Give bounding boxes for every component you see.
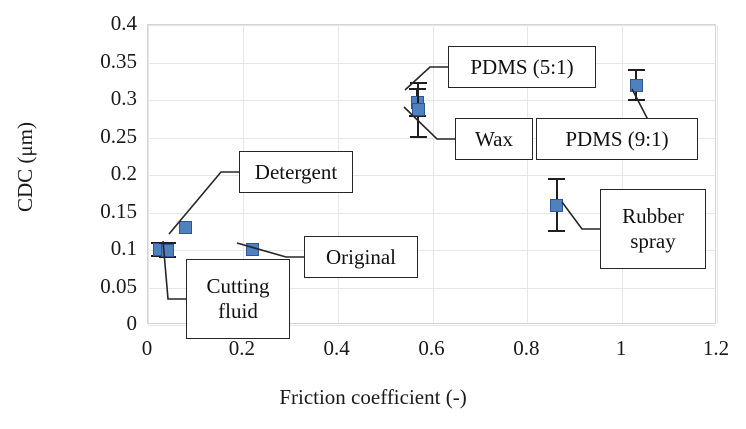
x-axis-title: Friction coefficient (-) <box>279 385 467 409</box>
y-tick-label: 0.35 <box>100 48 137 73</box>
gridline-vertical <box>622 25 624 323</box>
y-tick-label: 0.3 <box>110 86 137 110</box>
callout-label-pdms-5-1-: PDMS (5:1) <box>448 46 596 88</box>
callout-label-cutting-fluid: Cutting fluid <box>186 259 290 339</box>
y-tick-label: 0.25 <box>100 123 137 148</box>
x-tick-label: 1 <box>615 336 627 360</box>
y-tick-label: 0.4 <box>110 11 137 35</box>
y-tick-label: 0.2 <box>110 161 137 185</box>
gridline-horizontal <box>148 250 715 251</box>
data-point-marker[interactable] <box>179 221 193 234</box>
callout-label-wax: Wax <box>455 118 533 160</box>
error-bar-cap <box>627 99 645 101</box>
data-point-marker[interactable] <box>245 242 259 256</box>
error-bar-cap <box>627 69 645 71</box>
y-tick-label: 0 <box>126 311 138 335</box>
callout-label-rubber-spray: Rubber spray <box>600 189 706 269</box>
error-bar-cap <box>548 230 566 233</box>
gridline-vertical <box>432 25 434 323</box>
gridline-vertical <box>717 25 718 323</box>
y-axis-title: CDC (μm) <box>13 122 37 213</box>
x-tick-label: 0 <box>141 336 153 360</box>
data-point-marker[interactable] <box>629 78 643 92</box>
data-point-marker[interactable] <box>411 103 425 117</box>
x-tick-label: 0.4 <box>323 336 350 360</box>
gridline-horizontal <box>148 25 715 26</box>
error-bar-cap <box>548 177 566 180</box>
x-tick-label: 1.2 <box>702 336 730 360</box>
callout-label-original: Original <box>304 236 418 278</box>
x-tick-label: 0.8 <box>513 336 540 360</box>
error-bar-cap <box>409 135 427 138</box>
gridline-horizontal <box>148 100 715 101</box>
x-tick-label: 0.6 <box>418 336 445 360</box>
callout-label-detergent: Detergent <box>239 151 353 193</box>
y-tick-label: 0.05 <box>100 273 137 298</box>
y-tick-label: 0.1 <box>110 236 137 260</box>
gridline-horizontal <box>148 287 715 289</box>
gridline-horizontal <box>148 62 715 64</box>
gridline-vertical <box>527 25 529 323</box>
gridline-horizontal <box>148 175 715 176</box>
error-bar-cap <box>409 81 427 84</box>
y-tick-label: 0.15 <box>100 198 137 223</box>
gridline-horizontal <box>148 325 715 326</box>
data-point-marker[interactable] <box>161 243 175 257</box>
callout-label-pdms-9-1-: PDMS (9:1) <box>536 118 698 160</box>
x-tick-label: 0.2 <box>228 336 255 360</box>
gridline-vertical <box>148 25 149 323</box>
data-point-marker[interactable] <box>550 198 564 212</box>
gridline-horizontal <box>148 212 715 214</box>
